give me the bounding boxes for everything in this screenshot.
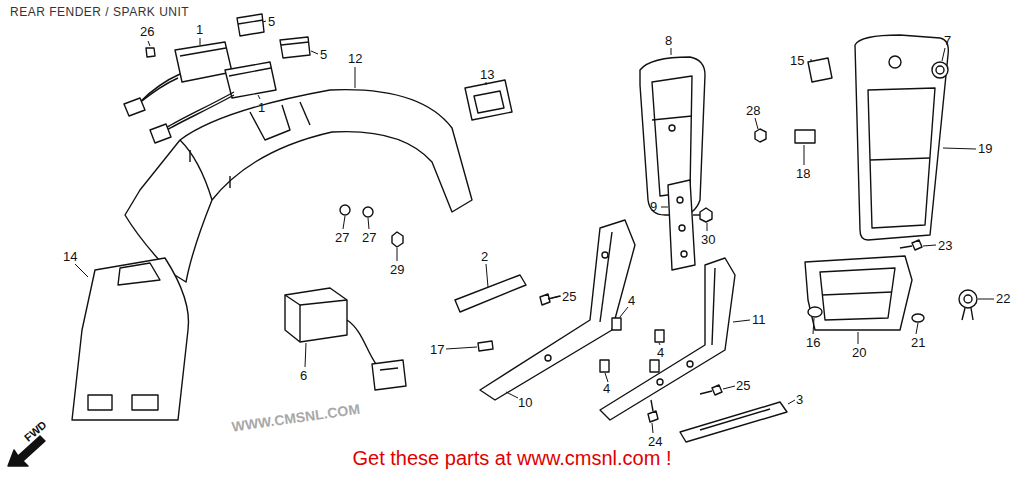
callout-number: 23 bbox=[938, 238, 952, 253]
callout-number: 18 bbox=[796, 166, 810, 181]
callout-number: 25 bbox=[562, 289, 576, 304]
callout-number: 1 bbox=[258, 100, 265, 115]
callout-number: 15 bbox=[790, 53, 804, 68]
callout-number: 4 bbox=[628, 293, 635, 308]
callout-number: 22 bbox=[996, 291, 1010, 306]
callout-number: 7 bbox=[944, 33, 951, 48]
callout-number: 4 bbox=[603, 381, 610, 396]
callout-number: 28 bbox=[746, 103, 760, 118]
callout-number: 13 bbox=[480, 67, 494, 82]
callout-number: 6 bbox=[300, 368, 307, 383]
callout-number: 19 bbox=[978, 141, 992, 156]
callout-number: 27 bbox=[335, 230, 349, 245]
callout-number: 21 bbox=[911, 335, 925, 350]
callout-number: 12 bbox=[348, 51, 362, 66]
diagram-title: REAR FENDER / SPARK UNIT bbox=[10, 5, 189, 20]
callout-number: 10 bbox=[518, 395, 532, 410]
callout-number: 16 bbox=[806, 335, 820, 350]
callout-number: 27 bbox=[362, 230, 376, 245]
callout-number: 2 bbox=[481, 249, 488, 264]
callout-number: 9 bbox=[650, 199, 657, 214]
callout-number: 24 bbox=[648, 434, 662, 449]
footer-caption: Get these parts at www.cmsnl.com ! bbox=[353, 446, 672, 470]
callout-number: 3 bbox=[796, 392, 803, 407]
callout-number: 20 bbox=[852, 345, 866, 360]
callout-number: 29 bbox=[390, 262, 404, 277]
callout-number: 30 bbox=[701, 232, 715, 247]
callout-number: 5 bbox=[268, 14, 275, 29]
callout-number: 14 bbox=[63, 249, 77, 264]
callout-number: 11 bbox=[752, 312, 766, 327]
callout-number: 5 bbox=[320, 47, 327, 62]
callout-number: 17 bbox=[430, 342, 444, 357]
callout-number: 25 bbox=[736, 378, 750, 393]
callout-number: 8 bbox=[665, 33, 672, 48]
callout-number: 26 bbox=[140, 24, 154, 39]
watermark: WWW.CMSNL.COM bbox=[229, 402, 363, 435]
callout-number: 4 bbox=[657, 345, 664, 360]
callout-number: 1 bbox=[196, 22, 203, 37]
